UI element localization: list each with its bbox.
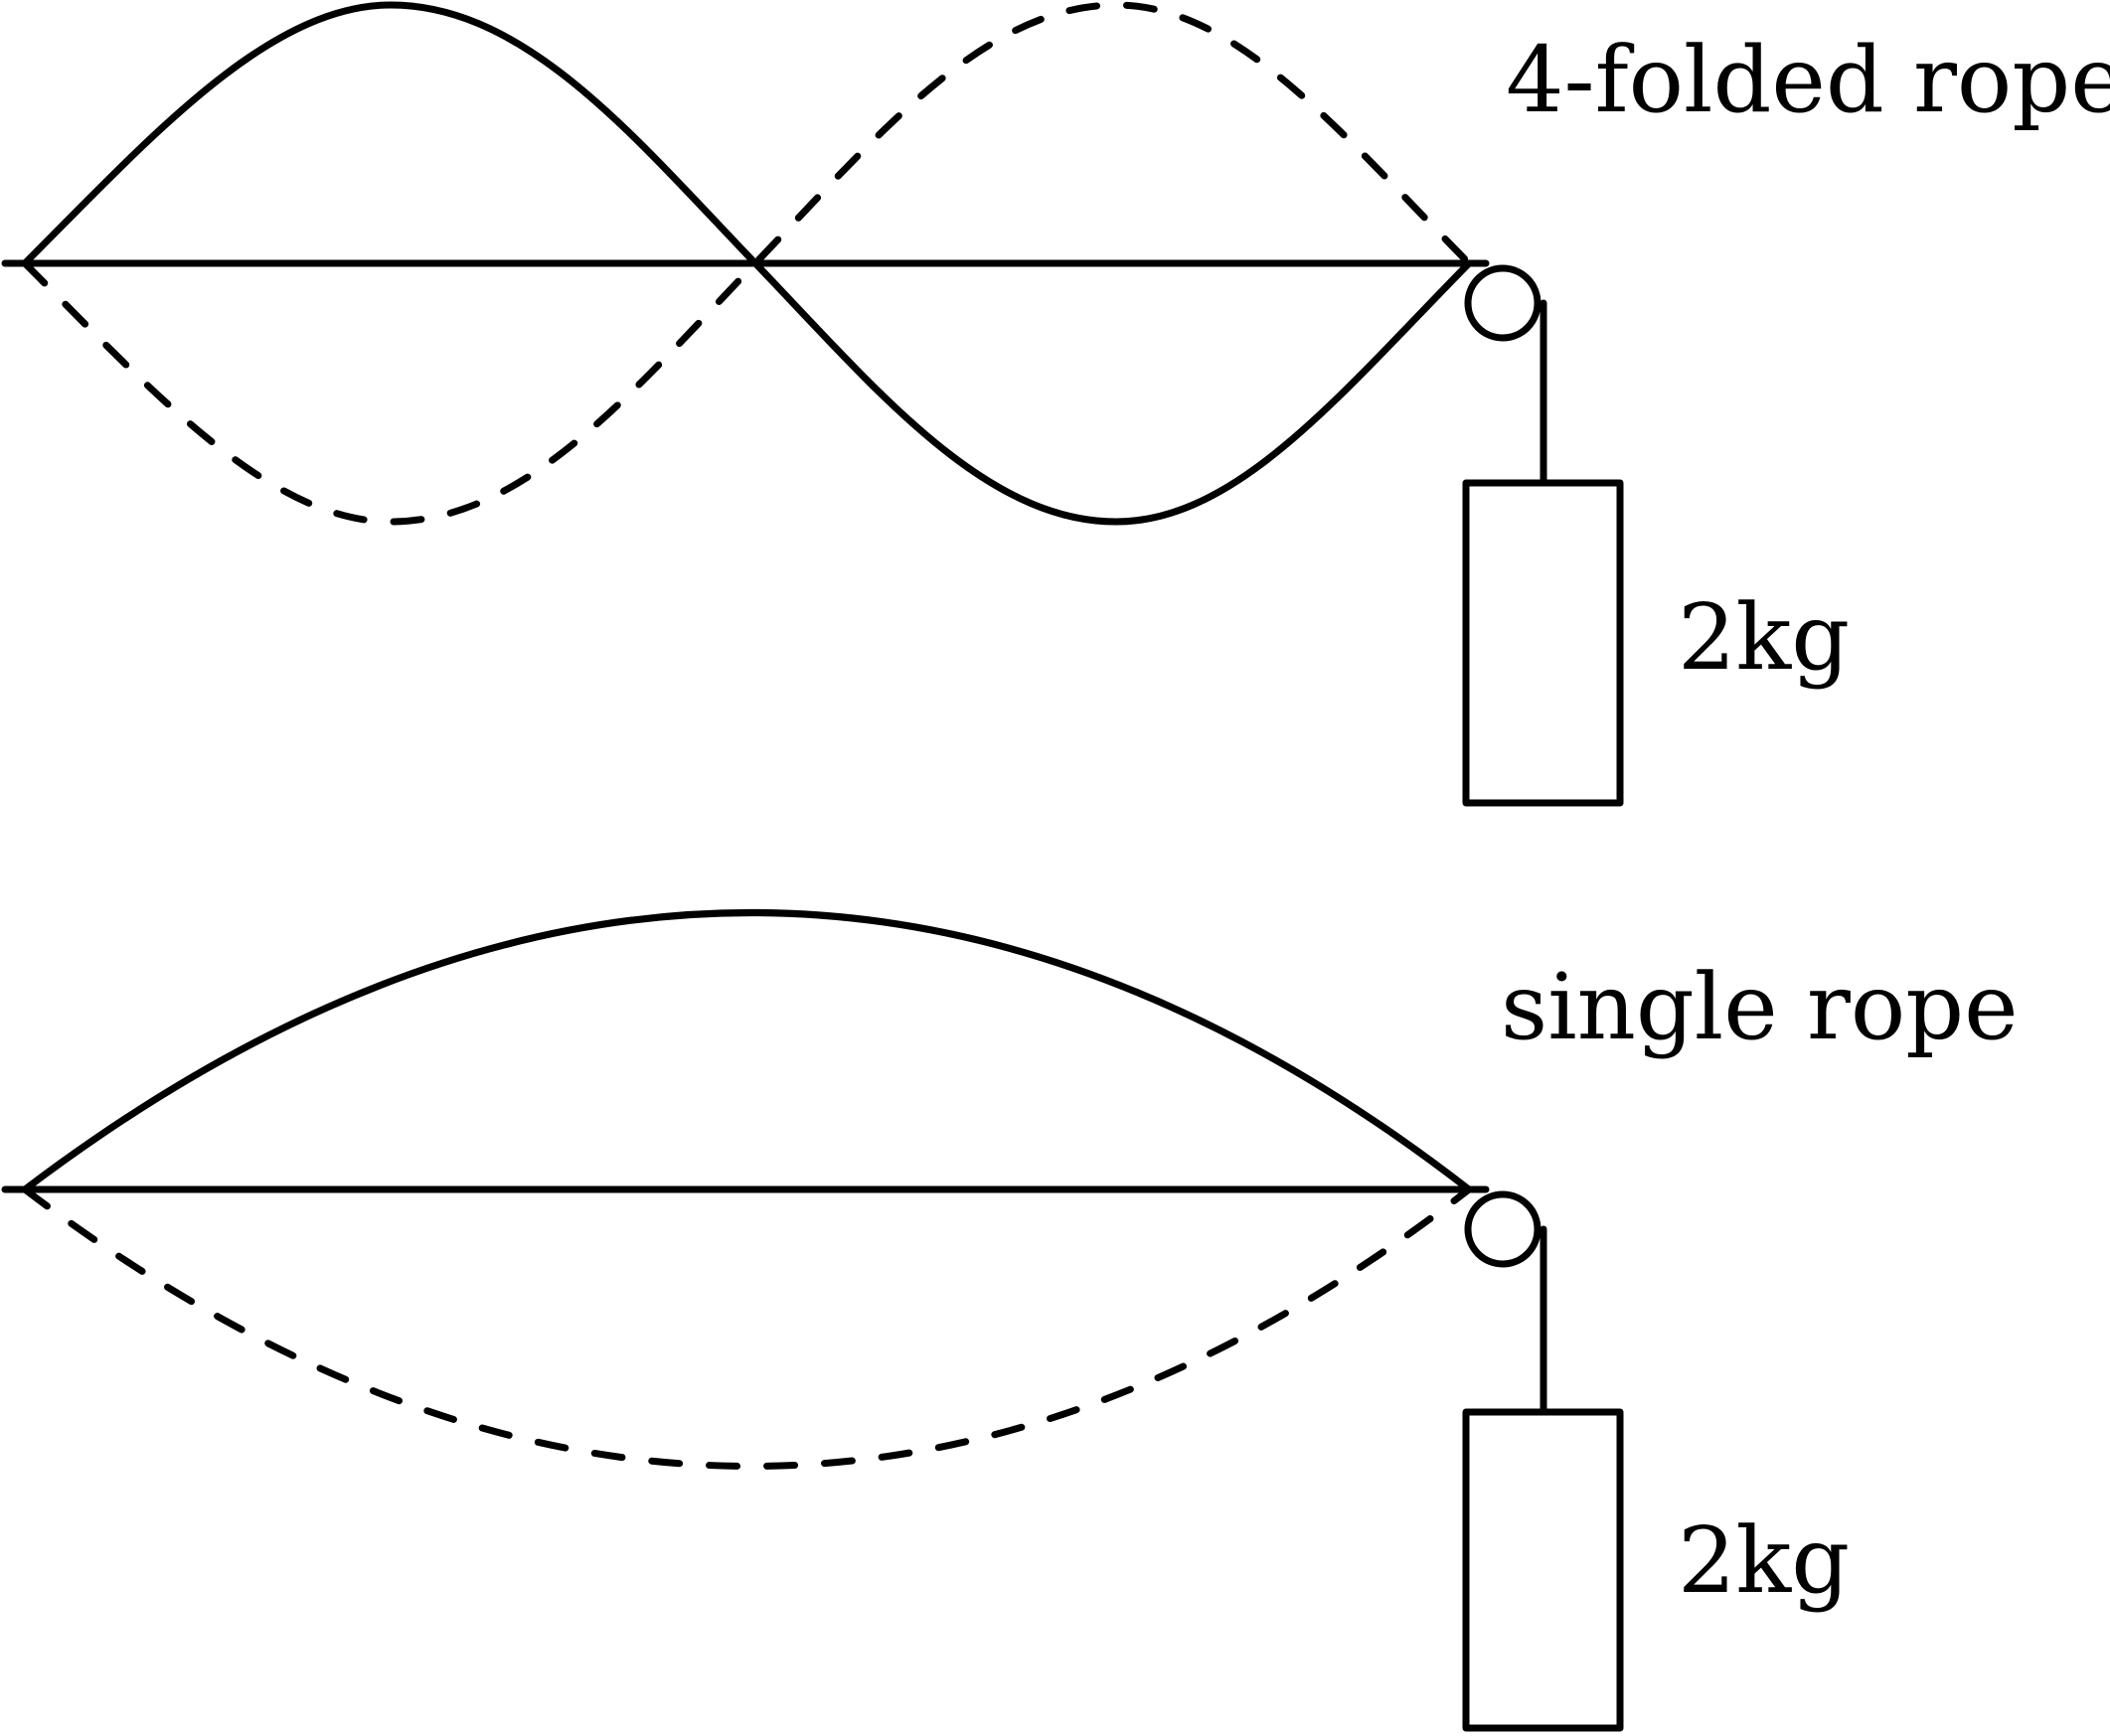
top-mass-block (1462, 479, 1624, 807)
top-pulley (1464, 264, 1542, 342)
bottom-panel: single rope 2kg (1, 909, 2019, 1732)
top-panel: 4-folded rope 2kg (1, 1, 2110, 807)
bottom-panel-label: single rope (1501, 954, 2019, 1060)
bottom-wave-solid (21, 909, 1473, 1193)
top-panel-label: 4-folded rope (1506, 27, 2110, 133)
top-mass-label: 2kg (1678, 584, 1850, 691)
bottom-pulley (1464, 1190, 1542, 1268)
bottom-mass-block (1462, 1408, 1624, 1732)
top-wave-solid (21, 1, 1473, 526)
bottom-mass-label: 2kg (1678, 1507, 1850, 1614)
bottom-wave-dashed (21, 1185, 1473, 1470)
